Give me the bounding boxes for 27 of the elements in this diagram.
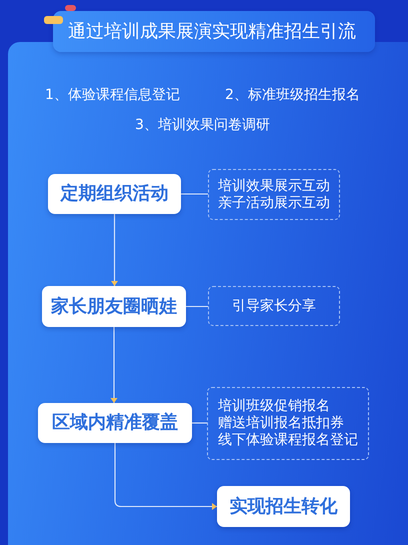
- note-box: [208, 169, 340, 220]
- process-box: [42, 286, 186, 327]
- note-text: 培训班级促销报名: [218, 398, 330, 415]
- process-box: [48, 174, 181, 214]
- connector-line: [181, 193, 208, 195]
- arrow: [110, 327, 118, 403]
- step-text: 区域内精准覆盖: [52, 412, 178, 434]
- step-text: 家长朋友圈晒娃: [51, 296, 177, 318]
- title: 通过培训成果展演实现精准招生引流: [68, 20, 356, 44]
- note-box: [207, 387, 369, 460]
- numbered-item: 1、体验课程信息登记: [45, 86, 180, 104]
- step-text: 实现招生转化: [230, 496, 338, 518]
- note-text: 引导家长分享: [232, 298, 316, 314]
- note-text: 赠送培训报名抵扣券: [218, 415, 344, 432]
- arrow: [111, 214, 118, 286]
- note-box: [208, 286, 340, 326]
- numbered-item: 2、标准班级招生报名: [225, 86, 360, 104]
- arrow: [114, 443, 217, 510]
- step-text: 定期组织活动: [60, 183, 168, 205]
- note-text: 线下体验课程报名登记: [218, 432, 358, 449]
- numbered-item: 3、培训效果问卷调研: [135, 116, 270, 134]
- process-box: [38, 403, 192, 443]
- note-text: 亲子活动展示互动: [218, 194, 330, 212]
- process-box: [217, 486, 350, 527]
- note-text: 培训效果展示互动: [218, 178, 330, 194]
- connector-line: [186, 306, 208, 308]
- connector-line: [192, 422, 207, 424]
